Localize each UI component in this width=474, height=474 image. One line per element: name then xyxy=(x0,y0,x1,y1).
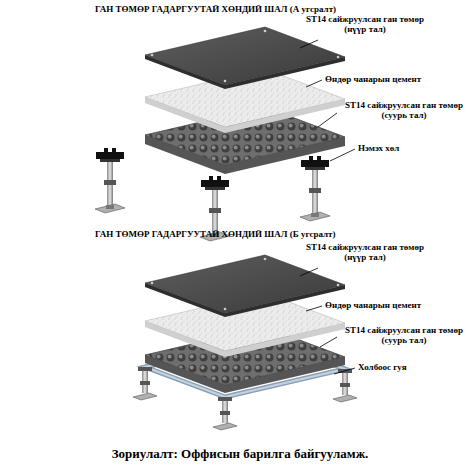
callout-label: Холбоос гуя xyxy=(358,362,448,372)
callout-label: ST14 сайжруулсан ган төмөр (нүүр тал) xyxy=(300,242,430,263)
callout-label: ST14 сайжруулсан ган төмөр (нүүр тал) xyxy=(300,14,430,35)
section-heading: ГАН ТӨМӨР ГАДАРГУУТАЙ ХӨНДИЙ ШАЛ (Б угср… xyxy=(95,229,336,239)
callout-label: ST14 сайжруулсан ган төмөр (суурь тал) xyxy=(340,100,468,121)
callout-label: ST14 сайжруулсан ган төмөр (суурь тал) xyxy=(340,325,468,346)
callout-label: Өндөр чанарын цемент xyxy=(325,300,445,310)
callout-label: Нэмэх хөл xyxy=(358,143,448,153)
callout-label: Өндөр чанарын цемент xyxy=(325,74,445,84)
section-heading: ГАН ТӨМӨР ГАДАРГУУТАЙ ХӨНДИЙ ШАЛ (А угср… xyxy=(95,4,336,14)
caption: Зориулалт: Оффисын барилга байгууламж. xyxy=(3,447,474,462)
